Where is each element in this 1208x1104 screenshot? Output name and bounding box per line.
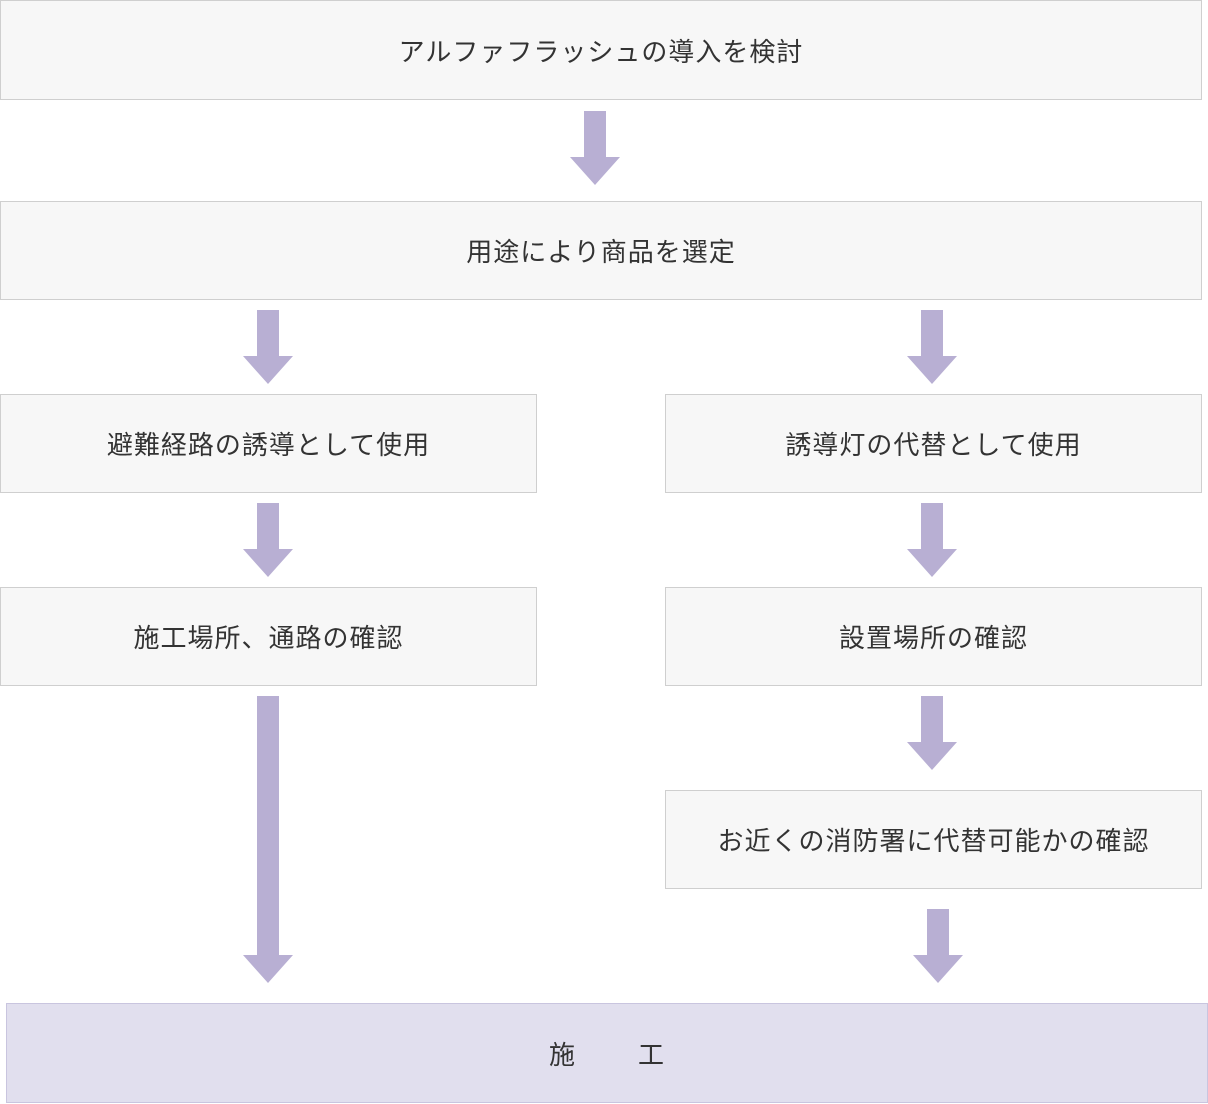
arrow-start-to-select <box>570 111 620 185</box>
arrow-right-check-to-confirm <box>907 696 957 770</box>
arrow-right-use-to-check <box>907 503 957 577</box>
left-use-label: 避難経路の誘導として使用 <box>106 431 431 461</box>
right-check-box: 設置場所の確認 <box>665 587 1202 686</box>
right-use-box: 誘導灯の代替として使用 <box>665 394 1202 493</box>
final-construction-box: 施 工 <box>6 1003 1208 1103</box>
final-construction-label: 施 工 <box>549 1035 665 1072</box>
step-start-box: アルファフラッシュの導入を検討 <box>0 0 1202 100</box>
step-select-label: 用途により商品を選定 <box>466 238 736 268</box>
arrow-left-check-to-final <box>243 696 293 983</box>
left-check-box: 施工場所、通路の確認 <box>0 587 537 686</box>
right-confirm-label: お近くの消防署に代替可能かの確認 <box>717 827 1150 857</box>
arrow-left-use-to-check <box>243 503 293 577</box>
left-use-box: 避難経路の誘導として使用 <box>0 394 537 493</box>
final-char-1: 施 <box>548 1040 576 1071</box>
right-use-label: 誘導灯の代替として使用 <box>785 431 1082 461</box>
arrow-right-confirm-to-final <box>913 909 963 983</box>
final-char-2: 工 <box>638 1040 666 1071</box>
step-start-label: アルファフラッシュの導入を検討 <box>398 37 804 68</box>
right-confirm-box: お近くの消防署に代替可能かの確認 <box>665 790 1202 889</box>
left-check-label: 施工場所、通路の確認 <box>133 624 404 654</box>
arrow-select-to-left <box>243 310 293 384</box>
step-select-box: 用途により商品を選定 <box>0 201 1202 300</box>
arrow-select-to-right <box>907 310 957 384</box>
right-check-label: 設置場所の確認 <box>838 624 1028 654</box>
